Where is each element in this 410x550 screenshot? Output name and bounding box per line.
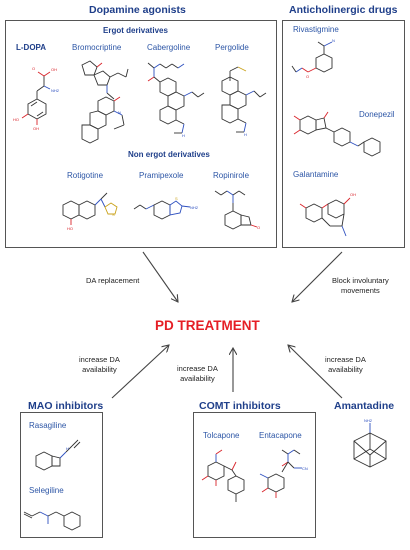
right-increase-da-line2: availability — [328, 364, 363, 374]
rivastigmine-n: N — [332, 38, 335, 43]
galantamine-oh: OH — [350, 192, 356, 197]
selegiline-structure — [23, 511, 81, 531]
pergolide-structure: H — [221, 66, 267, 137]
galantamine-structure: OH — [299, 192, 356, 237]
block-movements-line2: movements — [340, 285, 380, 295]
mid-increase-da-line1: increase DA — [177, 364, 218, 373]
cabergoline-label: Cabergoline — [147, 43, 191, 52]
ldopa-ho: HO — [13, 117, 19, 122]
tolcapone-label: Tolcapone — [203, 431, 240, 440]
cabergoline-nh: H — [182, 133, 185, 138]
rotigotine-ho: HO — [67, 226, 73, 231]
mao-inhibitors-heading: MAO inhibitors — [28, 400, 104, 412]
rasagiline-nh: H — [66, 446, 69, 451]
arrow-mao — [111, 345, 169, 399]
amantadine-heading: Amantadine — [334, 400, 395, 412]
right-increase-da-label: increase DA availability — [325, 355, 366, 374]
left-increase-da-line2: availability — [82, 364, 117, 374]
pergolide-label: Pergolide — [215, 43, 249, 52]
pramipexole-nh2: NH2 — [190, 205, 199, 210]
dopamine-agonists-heading: Dopamine agonists — [89, 4, 186, 16]
arrow-da-replacement — [142, 251, 178, 302]
entacapone-cn: CN — [302, 466, 308, 471]
ldopa-oh: OH — [51, 67, 57, 72]
arrow-amantadine — [288, 345, 343, 399]
pramipexole-label: Pramipexole — [139, 171, 184, 180]
comt-inhibitors-heading: COMT inhibitors — [199, 400, 281, 412]
ropinirole-label: Ropinirole — [213, 171, 250, 180]
mao-inhibitors-box — [20, 412, 103, 538]
dopamine-agonists-box — [5, 20, 277, 248]
ldopa-structure: OH O NH2 HO OH — [13, 66, 60, 131]
left-increase-da-line1: increase DA — [79, 355, 120, 364]
ropinirole-o: O — [257, 225, 260, 230]
pramipexole-s: S — [175, 196, 178, 201]
cabergoline-structure: H — [147, 62, 205, 138]
rotigotine-s: S — [112, 212, 115, 217]
rasagiline-structure: H — [35, 439, 81, 471]
bromocriptine-label: Bromocriptine — [72, 43, 122, 52]
rivastigmine-structure: N O — [291, 38, 335, 79]
pd-treatment-title: PD TREATMENT — [155, 318, 260, 333]
mid-increase-da-label: increase DA availability — [177, 364, 218, 383]
rotigotine-label: Rotigotine — [67, 171, 104, 180]
ropinirole-structure: O — [214, 190, 260, 230]
bromocriptine-n: N — [118, 110, 121, 115]
non-ergot-derivatives-heading: Non ergot derivatives — [128, 150, 210, 159]
rasagiline-label: Rasagiline — [29, 421, 67, 430]
mid-increase-da-line2: availability — [180, 373, 215, 383]
tolcapone-structure — [201, 449, 245, 502]
ergot-derivatives-heading: Ergot derivatives — [103, 26, 168, 35]
comt-inhibitors-box — [193, 412, 316, 538]
left-increase-da-label: increase DA availability — [79, 355, 120, 374]
donepezil-label: Donepezil — [359, 110, 395, 119]
da-replacement-label: DA replacement — [86, 276, 140, 285]
galantamine-label: Galantamine — [293, 170, 339, 179]
amantadine-structure: NH2 — [353, 418, 387, 468]
rivastigmine-o: O — [306, 74, 309, 79]
ldopa-label: L-DOPA — [16, 43, 47, 52]
donepezil-structure — [293, 111, 381, 157]
ldopa-oh2: OH — [33, 126, 39, 131]
right-increase-da-line1: increase DA — [325, 355, 366, 364]
rivastigmine-label: Rivastigmine — [293, 25, 339, 34]
ldopa-nh2: NH2 — [51, 88, 60, 93]
ldopa-o: O — [32, 66, 35, 71]
block-movements-line1: Block involuntary — [332, 276, 389, 285]
block-movements-label: Block involuntary movements — [332, 276, 389, 295]
entacapone-label: Entacapone — [259, 431, 302, 440]
pergolide-nh: H — [244, 132, 247, 137]
entacapone-structure: CN — [259, 449, 308, 498]
pramipexole-structure: NH2 S — [133, 196, 199, 220]
anticholinergic-box — [282, 20, 405, 248]
rotigotine-structure: HO S — [62, 192, 118, 231]
selegiline-label: Selegiline — [29, 486, 64, 495]
anticholinergic-heading: Anticholinergic drugs — [289, 4, 398, 16]
amantadine-nh2: NH2 — [364, 418, 373, 423]
arrow-block-movements — [292, 251, 343, 302]
bromocriptine-structure: N — [81, 60, 129, 144]
